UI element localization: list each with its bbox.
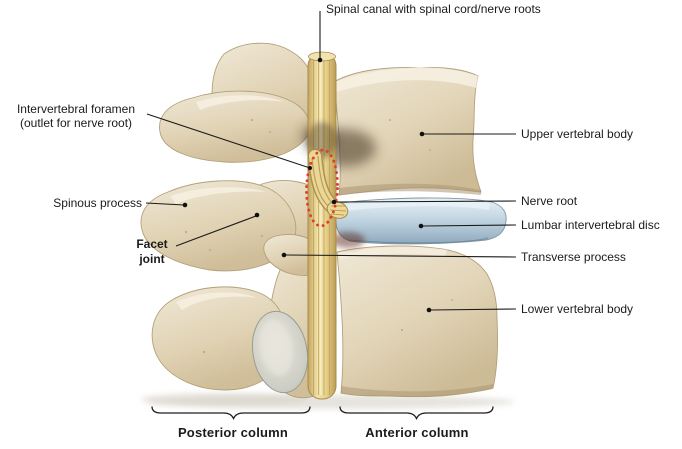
label-posterior-column: Posterior column [177, 425, 289, 440]
lower-body-bottom-shade [341, 384, 493, 397]
bone-highlight [196, 95, 284, 110]
posterior-column-bracket [151, 406, 311, 421]
lower-vertebral-body-shape [336, 245, 498, 398]
label-lower-vertebral-body: Lower vertebral body [521, 302, 634, 316]
label-facet-joint-line1: Facet [136, 237, 168, 251]
leader-foramen [146, 113, 311, 169]
foramen-dotted-outline [305, 148, 339, 228]
label-facet-joint: Facet joint [110, 237, 194, 267]
leader-disc [422, 224, 517, 227]
label-upper-vertebral-body: Upper vertebral body [521, 127, 634, 141]
label-transverse-process: Transverse process [521, 250, 626, 264]
leader-endpoint-dots [182, 57, 432, 313]
bone-highlight [176, 292, 258, 310]
label-spinal-canal: Spinal canal with spinal cord/nerve root… [326, 2, 541, 16]
label-intervertebral-foramen-line2: (outlet for nerve root) [19, 116, 133, 130]
leader-nerve-root [335, 200, 517, 203]
disc-top-highlight [344, 199, 490, 211]
under-disc-shadow [331, 232, 365, 248]
leader-transverse-process [285, 254, 517, 258]
upper-body-bottom-shade [339, 183, 481, 195]
nerve-root-shape [307, 148, 349, 219]
upper-spinous-process-shape [159, 90, 310, 163]
lower-body-top-ridge [339, 246, 447, 259]
disc-bottom-edge [347, 237, 489, 244]
label-spinous-process: Spinous process [53, 196, 142, 210]
label-nerve-root: Nerve root [521, 194, 578, 208]
label-anterior-column: Anterior column [365, 425, 469, 440]
label-intervertebral-foramen: Intervertebral foramen (outlet for nerve… [6, 102, 146, 130]
ground-shadow-left [140, 393, 310, 405]
leader-lower-body [430, 308, 517, 311]
label-intervertebral-foramen-line1: Intervertebral foramen [16, 102, 136, 116]
leader-facet-joint [175, 215, 257, 247]
label-lumbar-intervertebral-disc: Lumbar intervertebral disc [521, 218, 660, 232]
facet-cartilage-shape [251, 310, 309, 394]
label-facet-joint-line2: joint [139, 252, 165, 266]
bone-highlight [170, 187, 266, 204]
bone-texture [184, 118, 453, 354]
anterior-column-bracket [339, 406, 494, 421]
upper-body-top-ridge [334, 67, 478, 92]
leader-spinous-process [145, 202, 185, 206]
